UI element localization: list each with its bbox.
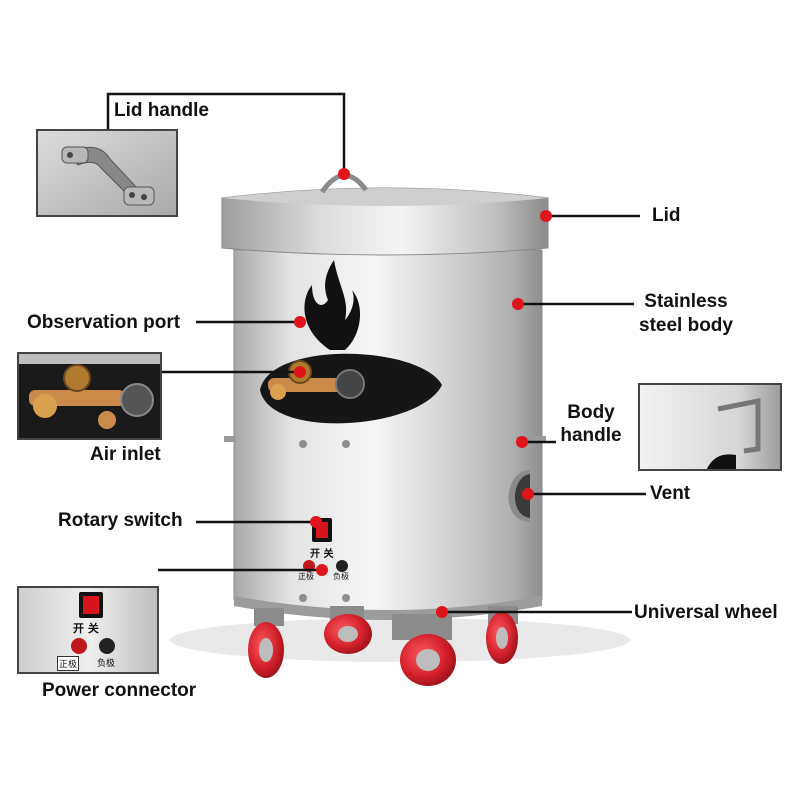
label-vent: Vent: [650, 483, 691, 504]
label-body-handle-1: Body: [567, 402, 615, 423]
brass-fitting: [270, 384, 286, 400]
leader-lines: [106, 92, 646, 614]
label-body-handle-2: handle: [560, 425, 622, 446]
inset-power-connector: 开 关 正极 负极: [17, 586, 159, 674]
burner-nozzle: [335, 369, 365, 399]
panel-switch-text: 开 关: [73, 622, 99, 635]
caster-right: [486, 606, 518, 664]
caster-front-center: [392, 614, 456, 686]
markers: [294, 168, 552, 618]
label-stainless-1: Stainless: [644, 291, 728, 312]
body-switch-text: 开 关: [310, 549, 334, 560]
label-lid-handle: Lid handle: [114, 100, 209, 121]
caster-left-back: [324, 606, 372, 654]
right-body-handle: [516, 436, 546, 443]
label-universal-wheel: Universal wheel: [634, 602, 778, 623]
label-rotary-switch: Rotary switch: [58, 510, 183, 531]
brass-pipe: [268, 378, 354, 392]
lid-top-rim: [222, 188, 548, 206]
label-power-connector: Power connector: [42, 680, 197, 701]
flame-port: [304, 260, 361, 350]
body-negative-label: 负极: [333, 572, 349, 581]
left-body-handle: [224, 436, 236, 442]
body-positive-label: 正极: [298, 572, 314, 581]
body-bottom-rim: [234, 596, 542, 620]
label-lid: Lid: [652, 205, 681, 226]
label-observation-port: Observation port: [27, 312, 181, 333]
panel-positive-label: 正极: [57, 656, 80, 671]
label-air-inlet: Air inlet: [90, 444, 161, 465]
inset-lid-handle: [36, 129, 178, 217]
inset-air-inlet: [17, 352, 162, 440]
stainless-body: [233, 249, 543, 615]
inset-body-handle: [638, 383, 782, 471]
caster-left-front: [248, 608, 284, 678]
negative-terminal: [336, 560, 348, 572]
panel-negative-label: 负极: [97, 659, 116, 669]
label-stainless-2: steel body: [639, 315, 733, 336]
leader-lid-handle: [106, 92, 346, 174]
